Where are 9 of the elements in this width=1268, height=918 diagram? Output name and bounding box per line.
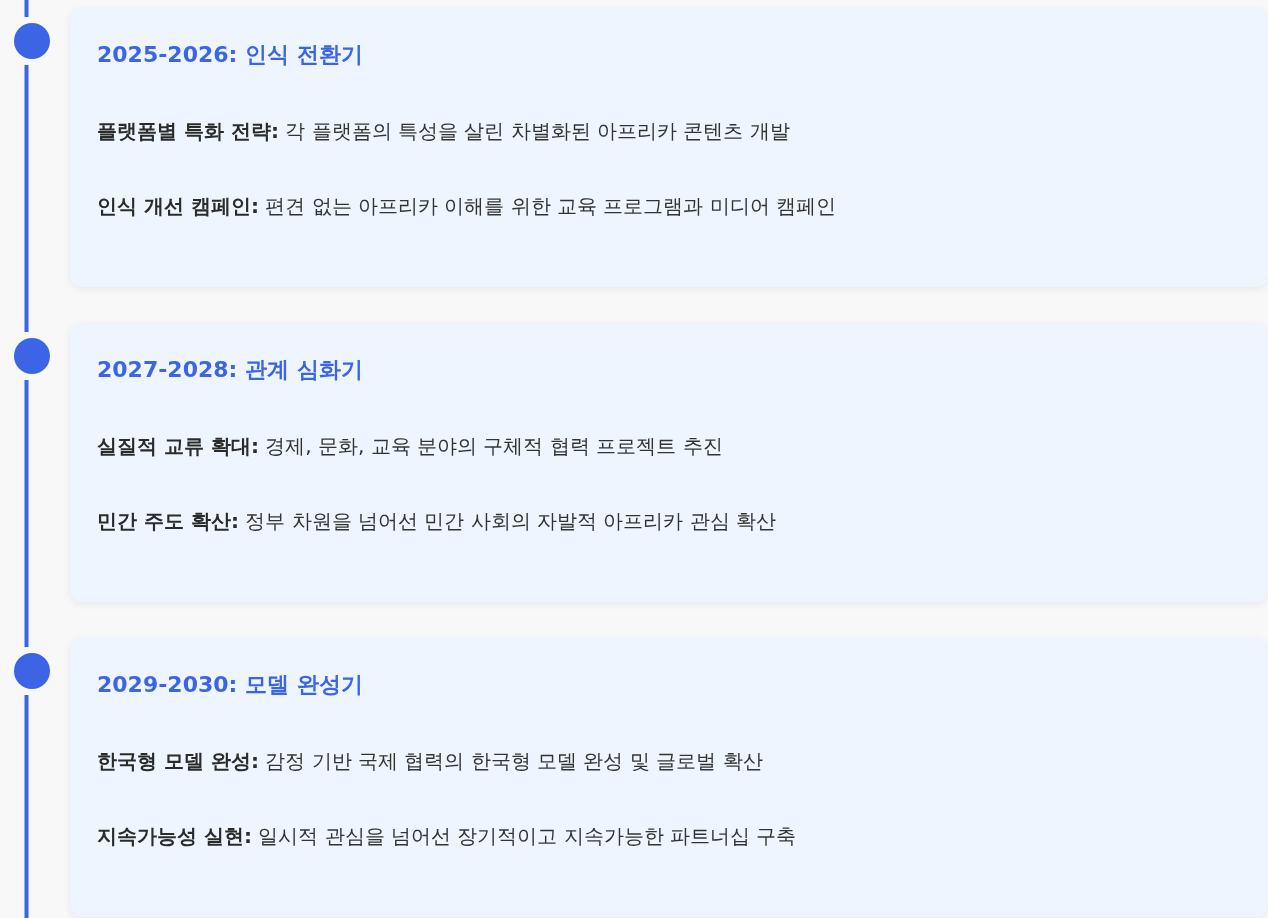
paragraph: 인식 개선 캠페인: 편견 없는 아프리카 이해를 위한 교육 프로그램과 미디어 캠페인 — [97, 193, 837, 220]
paragraph: 플랫폼별 특화 전략: 각 플랫폼의 특성을 살린 차별화된 아프리카 콘텐츠 개발 — [97, 118, 790, 145]
paragraph: 실질적 교류 확대: 경제, 문화, 교육 분야의 구체적 협력 프로젝트 추진 — [97, 433, 723, 460]
period-heading: 2027-2028: 관계 심화기 — [97, 356, 363, 384]
period-heading: 2029-2030: 모델 완성기 — [97, 671, 363, 699]
paragraph: 한국형 모델 완성: 감정 기반 국제 협력의 한국형 모델 완성 및 글로벌 확산 — [97, 748, 763, 775]
paragraph: 민간 주도 확산: 정부 차원을 넘어선 민간 사회의 자발적 아프리카 관심 확산 — [97, 508, 777, 535]
paragraph: 지속가능성 실현: 일시적 관심을 넘어선 장기적이고 지속가능한 파트너십 구축 — [97, 823, 797, 850]
period-heading: 2025-2026: 인식 전환기 — [97, 41, 363, 69]
